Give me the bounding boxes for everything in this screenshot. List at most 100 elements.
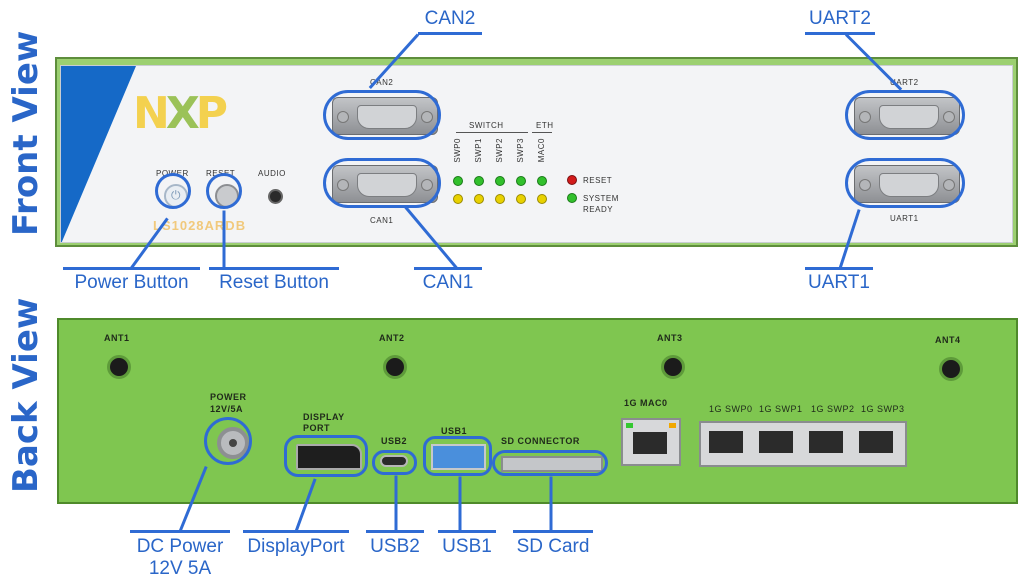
usb1-leader xyxy=(458,476,462,532)
activity-led xyxy=(669,423,676,428)
led-reset xyxy=(567,175,577,185)
audio-jack[interactable] xyxy=(268,189,283,204)
system-ready-label-2: READY xyxy=(583,205,614,214)
front-panel: NXP LS1028ARDB POWER RESET AUDIO ⏻ CAN2 … xyxy=(55,57,1018,247)
ant3-label: ANT3 xyxy=(657,333,683,343)
ant3-hole xyxy=(661,355,685,379)
ant2-hole xyxy=(383,355,407,379)
switch-label: SWITCH xyxy=(469,121,504,130)
can2-callout: CAN2 xyxy=(424,8,476,29)
port-label-swp1: SWP1 xyxy=(474,138,483,163)
swp0-label: 1G SWP0 xyxy=(709,404,753,414)
uart1-callout: UART1 xyxy=(808,272,870,293)
led-swp0-activity xyxy=(453,194,463,204)
system-ready-label-1: SYSTEM xyxy=(583,194,619,203)
uart2-highlight xyxy=(845,90,965,140)
led-swp1-activity xyxy=(474,194,484,204)
usb2-label: USB2 xyxy=(381,436,408,446)
db9-shell xyxy=(879,105,939,129)
link-led xyxy=(626,423,633,428)
usb2-callout-bar xyxy=(366,530,424,533)
sd-card-callout-bar xyxy=(513,530,593,533)
displayport-connector[interactable] xyxy=(296,444,362,470)
swp2-label: 1G SWP2 xyxy=(811,404,855,414)
uart1-highlight xyxy=(845,158,965,208)
back-view-title: Back View xyxy=(6,297,46,493)
swp1-label: 1G SWP1 xyxy=(759,404,803,414)
swp2-ethernet-port[interactable] xyxy=(809,431,843,453)
port-label-mac0: MAC0 xyxy=(537,138,546,163)
can1-callout: CAN1 xyxy=(422,272,474,293)
port-label-swp0: SWP0 xyxy=(453,138,462,163)
reset-led-label: RESET xyxy=(583,176,613,185)
swp3-label: 1G SWP3 xyxy=(861,404,905,414)
switch-divider xyxy=(456,132,528,133)
power-label-1: POWER xyxy=(210,392,247,402)
uart2-callout-bar xyxy=(805,32,875,35)
led-swp1-link xyxy=(474,176,484,186)
can1-port-label: CAN1 xyxy=(370,216,394,225)
audio-label: AUDIO xyxy=(258,169,286,178)
sd-card-callout: SD Card xyxy=(516,536,590,557)
usb2-callout: USB2 xyxy=(370,536,420,557)
can2-port-label: CAN2 xyxy=(370,78,394,87)
reset-button-callout: Reset Button xyxy=(219,272,329,293)
power-label-2: 12V/5A xyxy=(210,404,244,414)
reset-button-callout-bar xyxy=(209,267,339,270)
dc-power-highlight xyxy=(204,417,252,465)
reset-button-leader xyxy=(222,210,226,269)
eth-label: ETH xyxy=(536,121,554,130)
front-view-title: Front View xyxy=(6,30,46,236)
led-swp3-activity xyxy=(516,194,526,204)
ant4-hole xyxy=(939,357,963,381)
uart1-callout-bar xyxy=(805,267,873,270)
usb1-callout-bar xyxy=(438,530,496,533)
can1-highlight xyxy=(323,158,441,208)
uart2-callout: UART2 xyxy=(809,8,871,29)
displayport-highlight xyxy=(284,435,368,477)
eth-divider xyxy=(532,132,552,133)
swp1-ethernet-port[interactable] xyxy=(759,431,793,453)
power-button-callout: Power Button xyxy=(74,272,189,293)
led-swp2-link xyxy=(495,176,505,186)
port-label-swp2: SWP2 xyxy=(495,138,504,163)
nxp-logo: NXP xyxy=(133,88,228,139)
swp-ethernet-block xyxy=(699,421,907,467)
swp3-ethernet-port[interactable] xyxy=(859,431,893,453)
db9-shell xyxy=(879,173,939,197)
sd-connector-label: SD CONNECTOR xyxy=(501,436,580,446)
led-mac0-activity xyxy=(537,194,547,204)
can2-callout-bar xyxy=(418,32,482,35)
dc-power-callout-2: 12V 5A xyxy=(148,558,212,579)
sd-card-leader xyxy=(549,476,553,532)
usb2-leader xyxy=(394,475,398,532)
led-swp0-link xyxy=(453,176,463,186)
usb1-label: USB1 xyxy=(441,426,468,436)
uart1-port-label: UART1 xyxy=(890,214,919,223)
display-port-label-1: DISPLAY xyxy=(303,412,345,422)
led-system-ready xyxy=(567,193,577,203)
mac0-ethernet-port[interactable] xyxy=(621,418,681,466)
ant4-label: ANT4 xyxy=(935,335,961,345)
ant1-label: ANT1 xyxy=(104,333,130,343)
port-label-swp3: SWP3 xyxy=(516,138,525,163)
rj45-socket xyxy=(633,432,667,454)
mac0-label: 1G MAC0 xyxy=(624,398,668,408)
sd-card-highlight xyxy=(492,450,608,476)
usb1-connector[interactable] xyxy=(431,444,486,470)
led-swp2-activity xyxy=(495,194,505,204)
reset-button-highlight xyxy=(206,173,242,209)
uart2-port-label: UART2 xyxy=(890,78,919,87)
board-model-label: LS1028ARDB xyxy=(153,218,247,233)
usb1-highlight xyxy=(423,436,492,476)
display-port-label-2: PORT xyxy=(303,423,331,433)
swp0-ethernet-port[interactable] xyxy=(709,431,743,453)
can2-highlight xyxy=(323,90,441,140)
led-swp3-link xyxy=(516,176,526,186)
usb2-highlight xyxy=(372,450,417,475)
can1-callout-bar xyxy=(414,267,482,270)
db9-shell xyxy=(357,173,417,197)
led-mac0-link xyxy=(537,176,547,186)
displayport-callout: DisplayPort xyxy=(247,536,345,557)
usb1-callout: USB1 xyxy=(442,536,492,557)
